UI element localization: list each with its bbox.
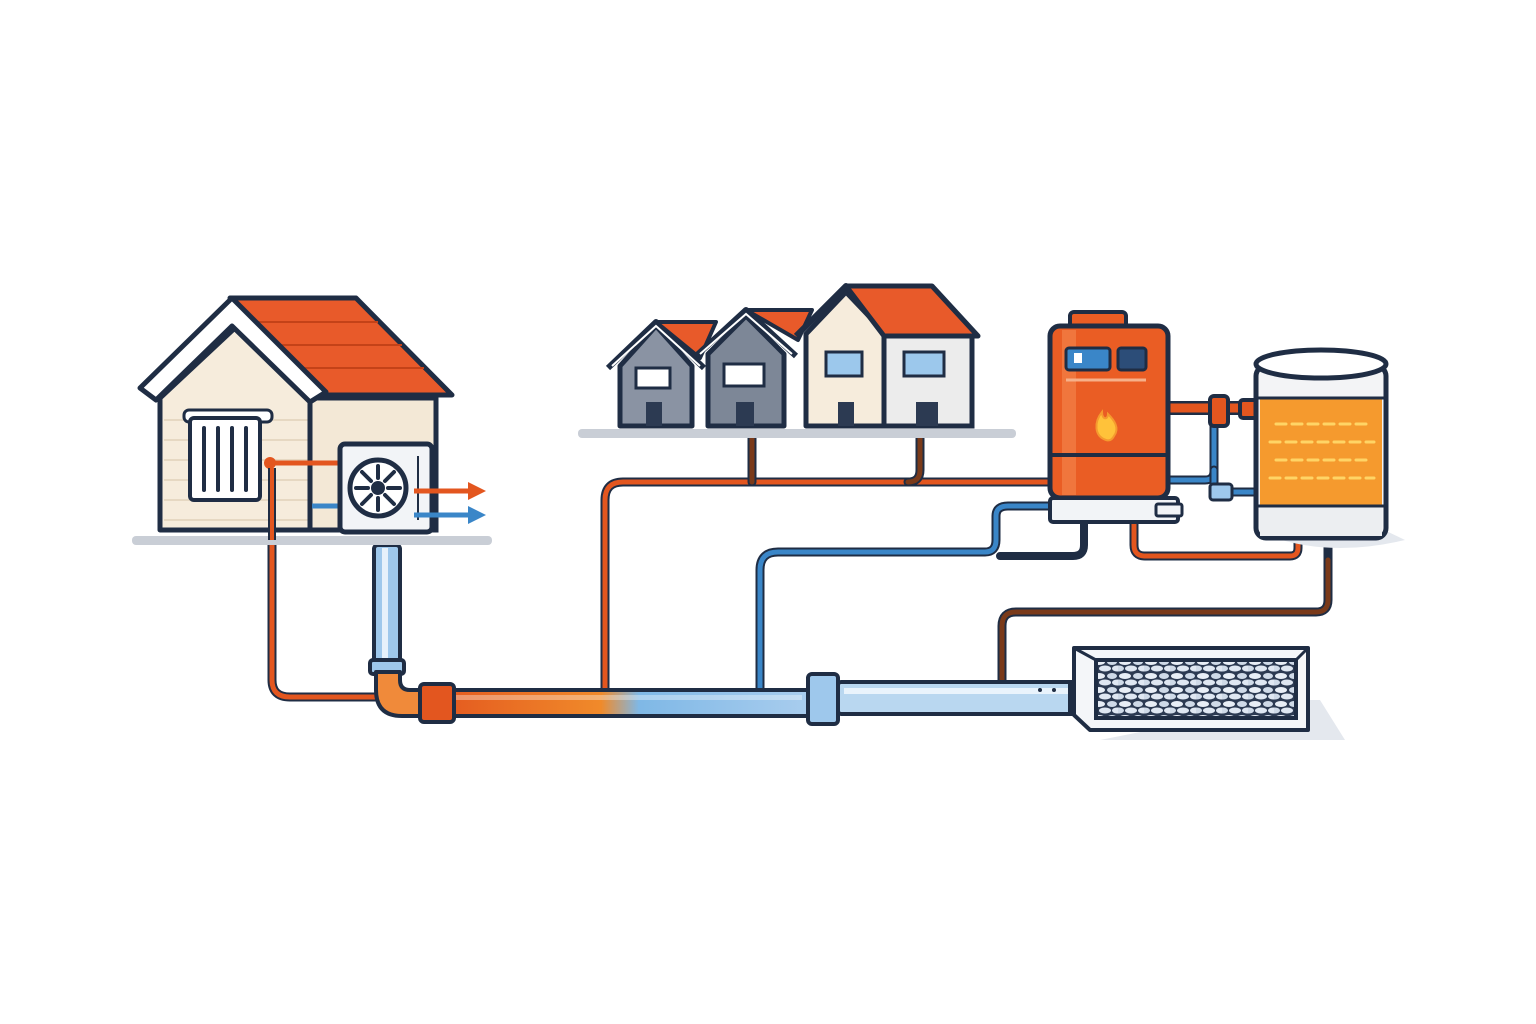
main-pipe	[368, 543, 1090, 726]
cold-arrow-icon	[414, 506, 486, 524]
house-hot-pipe	[267, 540, 383, 702]
flame-icon	[1095, 409, 1118, 442]
ground-line-left	[132, 536, 492, 545]
ground-heat-exchanger	[1072, 646, 1345, 740]
house-with-heat-pump	[132, 295, 492, 545]
hot-arrow-icon	[414, 482, 486, 500]
radiator-icon	[182, 408, 274, 502]
district-houses	[578, 283, 1016, 438]
house-icon	[605, 319, 707, 429]
pipe-network	[267, 401, 1333, 705]
ground-line-district	[578, 429, 1016, 438]
boiler-dark-pipe	[996, 516, 1088, 560]
valve-icon	[1208, 394, 1262, 502]
storage-tank	[1253, 347, 1405, 548]
house-icon	[843, 283, 981, 429]
boiler	[1047, 310, 1184, 524]
heat-pump-fan-icon	[337, 441, 435, 535]
house-icon	[693, 307, 799, 429]
district-hot-pipe	[600, 477, 1055, 705]
boiler-tank-cold-pipe	[1165, 420, 1219, 485]
tank-level-icon	[1260, 398, 1382, 506]
gravel-bed-icon	[1094, 658, 1298, 720]
control-panel-icon	[1064, 346, 1148, 382]
